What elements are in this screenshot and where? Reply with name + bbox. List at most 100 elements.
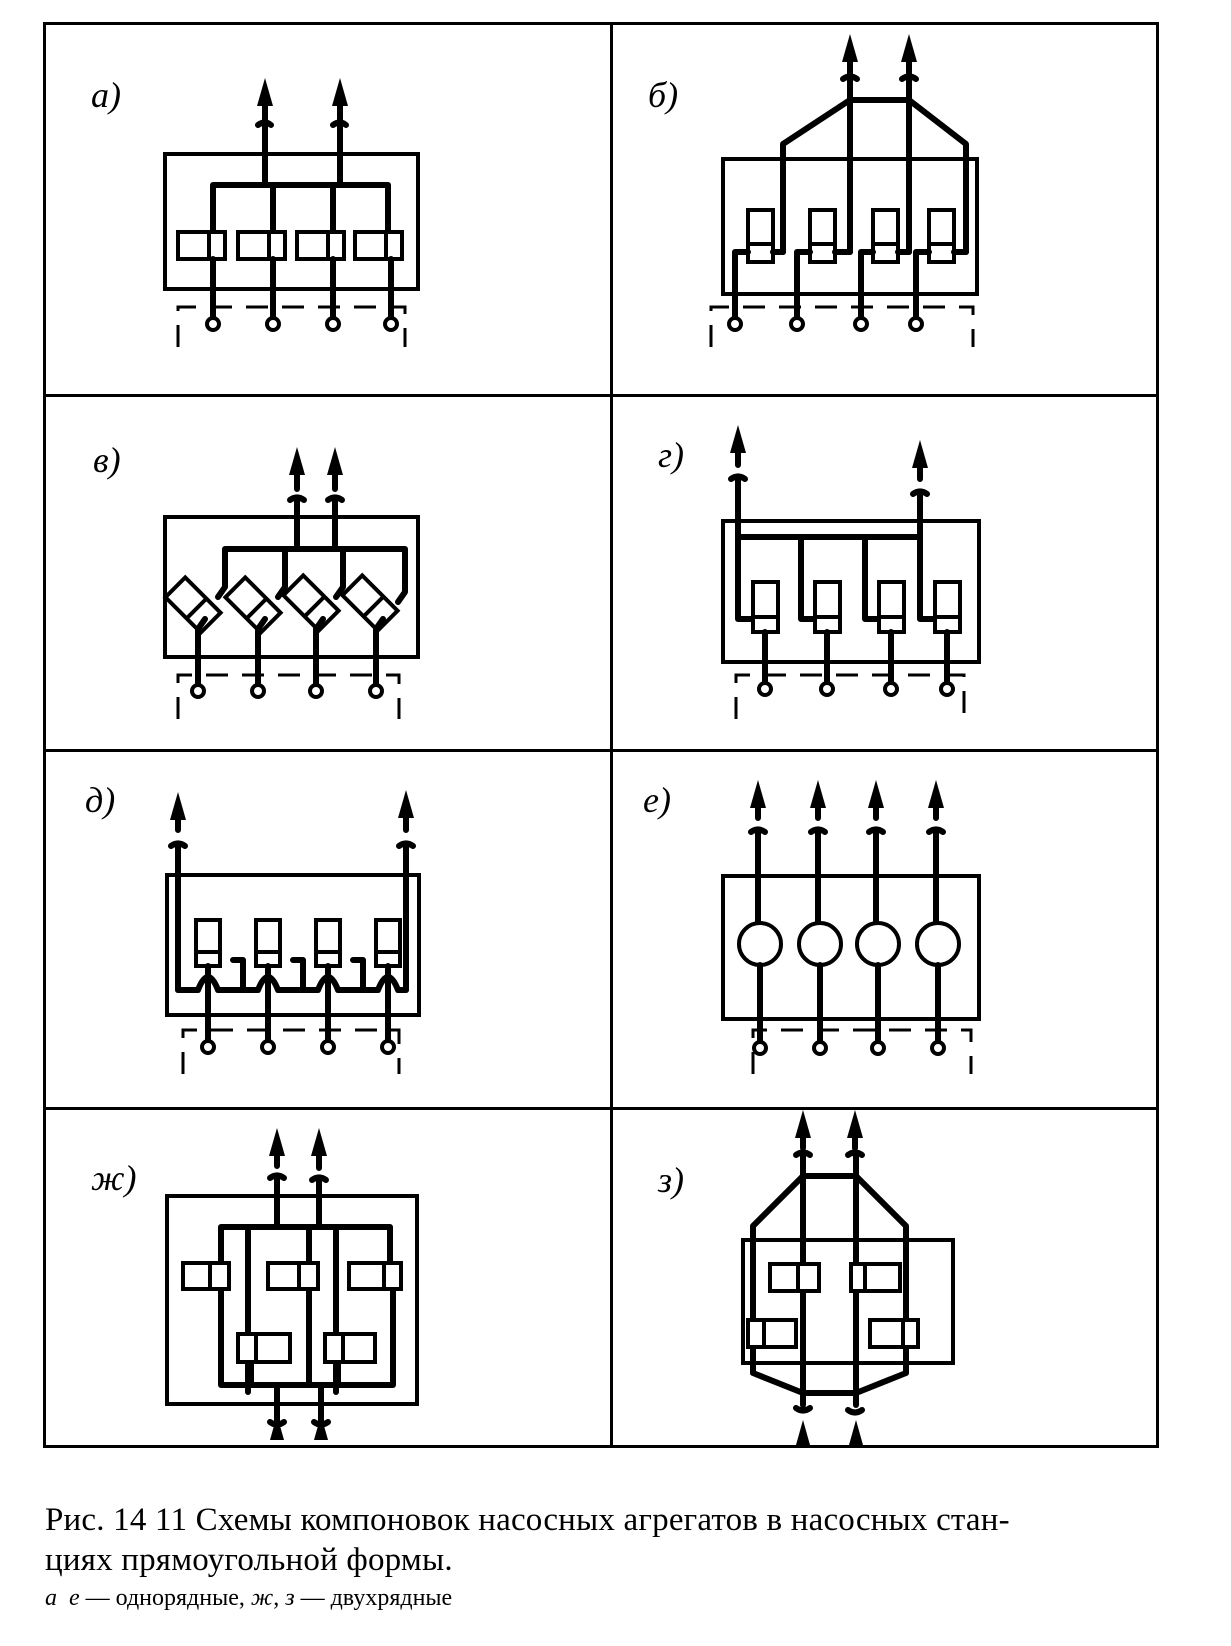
legend-separator: , [273, 1585, 286, 1611]
pump-unit [236, 1332, 292, 1364]
panel-g: г) [613, 397, 1179, 749]
caption-line-1: Рис. 14 11 Схемы компоновок насосных агр… [45, 1502, 1010, 1538]
suction-pipes [195, 616, 386, 690]
suction-pipes [210, 256, 394, 323]
layout-diagram-e [721, 780, 981, 1074]
arrow-up-icon [170, 792, 186, 820]
arrow-up-icon [912, 440, 928, 468]
building-outline [721, 519, 981, 664]
suction-pipes [732, 249, 932, 323]
outlet-pipes [748, 780, 946, 925]
caption-line-2: циях прямоугольной формы. [45, 1542, 453, 1578]
outlet-pipes [793, 1110, 865, 1158]
outlet-pipes [168, 790, 416, 993]
layout-diagram-a [163, 78, 420, 347]
row-divider [43, 749, 1159, 752]
pump-unit [927, 208, 956, 264]
panel-label: е) [643, 780, 671, 820]
panel-d: д) [43, 752, 609, 1107]
layout-diagram-zh [165, 1128, 419, 1440]
legend-single-row: — однорядные, [79, 1585, 251, 1611]
intake-chamber-outline [734, 673, 966, 719]
building-outline [163, 515, 420, 659]
pump-unit [323, 1332, 377, 1364]
arrow-up-icon [810, 780, 826, 808]
panel-label: б) [648, 75, 679, 115]
suction-pipes [762, 629, 950, 688]
suction-inlets [205, 316, 399, 332]
legend-letter-z: з [285, 1585, 295, 1611]
suction-inlets [190, 683, 384, 699]
pump-unit [194, 918, 222, 968]
pump-unit [181, 1261, 231, 1291]
building-outline [165, 1194, 419, 1406]
figure-caption: Рис. 14 11 Схемы компоновок насосных агр… [45, 1500, 1155, 1580]
row-divider [43, 394, 1159, 397]
outlet-pipes [255, 78, 349, 188]
intake-chamber-outline [176, 673, 401, 719]
arrow-up-icon [847, 1110, 863, 1138]
suction-inlets [752, 1040, 946, 1056]
inlet-pipes [793, 1405, 865, 1445]
arrow-up-icon [269, 1128, 285, 1156]
building-outline [741, 1238, 955, 1365]
panel-label: ж) [91, 1158, 137, 1198]
layout-diagram-b [709, 34, 979, 347]
pump-unit [222, 574, 284, 636]
pump-unit [768, 1262, 821, 1293]
pump-unit [746, 208, 775, 264]
pump-unit [808, 208, 837, 264]
suction-header [750, 1347, 909, 1396]
column-divider [610, 22, 613, 1448]
arrow-up-icon [270, 1415, 284, 1440]
pump-unit [877, 580, 906, 634]
pump-unit [254, 918, 282, 968]
suction-pipes [205, 963, 391, 1045]
layout-diagram-d [165, 790, 421, 1074]
building-outline [721, 874, 981, 1021]
pump-unit [737, 921, 783, 967]
pump-unit [280, 572, 342, 634]
discharge-header [210, 182, 391, 235]
arrow-up-icon [868, 780, 884, 808]
legend-letter-zh: ж [250, 1585, 274, 1611]
pump-unit [868, 1318, 920, 1349]
arrow-up-icon [332, 78, 348, 106]
pump-unit [347, 1261, 403, 1291]
arrow-up-icon [289, 447, 305, 475]
caption-legend: а е — однорядные, ж, з — двухрядные [45, 1585, 452, 1612]
intake-chamber-outline [709, 305, 975, 347]
pump-unit [353, 230, 404, 261]
arrow-up-icon [257, 78, 273, 106]
panel-label: д) [85, 780, 116, 820]
panel-e: е) [613, 752, 1179, 1107]
inlet-pipes [267, 1382, 331, 1440]
arrow-up-icon [795, 1110, 811, 1138]
pump-unit [266, 1261, 320, 1291]
legend-double-row: — двухрядные [294, 1585, 453, 1611]
pump-unit [295, 230, 346, 261]
arrow-up-icon [796, 1420, 810, 1445]
legend-letter-a: а [45, 1585, 57, 1611]
outlet-pipes [267, 1128, 329, 1230]
pump-unit [746, 1318, 798, 1349]
layout-diagram-z [741, 1110, 955, 1445]
pump-unit [162, 574, 224, 636]
arrow-up-icon [849, 1420, 863, 1445]
suction-header [218, 1287, 396, 1388]
pump-unit [339, 572, 401, 634]
arrow-up-icon [311, 1128, 327, 1156]
layout-diagram-g [721, 425, 981, 719]
pump-unit [849, 1262, 902, 1293]
discharge-header [750, 1173, 909, 1353]
building-outline [165, 873, 421, 1017]
panel-label: а) [91, 75, 121, 115]
arrow-up-icon [750, 780, 766, 808]
intake-chamber-outline [176, 305, 407, 347]
arrow-up-icon [314, 1415, 328, 1440]
pump-unit [933, 580, 962, 634]
intake-chamber-outline [181, 1028, 401, 1074]
pump-unit [855, 921, 901, 967]
suction-pipes [757, 962, 941, 1045]
panel-label: в) [93, 440, 121, 480]
